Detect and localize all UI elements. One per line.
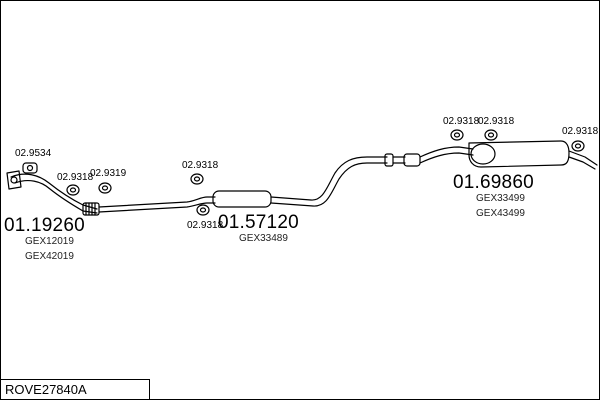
rear-reference-1: GEX33499 [476,193,525,204]
middle-silencer-part-number: 01.57120 [218,212,299,233]
hanger-rear-c-shape [571,140,585,152]
front-reference-1: GEX12019 [25,236,74,247]
gasket-front-shape [22,162,38,174]
clamp-front-b-shape [98,182,112,194]
middle-silencer-shape [212,190,272,208]
front-reference-2: GEX42019 [25,251,74,262]
front-pipe-shape [10,173,98,210]
hanger-rear-a-shape [450,129,464,141]
hanger-rear-a-label: 02.9318 [443,116,480,127]
clamp-front-a-shape [66,184,80,196]
hanger-middle-top-shape [190,173,204,185]
gasket-front-label: 02.9534 [15,148,52,159]
clamp-front-a-label: 02.9318 [57,172,94,183]
hanger-rear-b-shape [484,129,498,141]
clamp-front-b-label: 02.9319 [90,168,127,179]
rear-silencer-shape [468,140,570,168]
hanger-middle-bottom-shape [196,204,210,216]
flex-section-shape [82,202,100,216]
hanger-middle-top-label: 02.9318 [182,160,219,171]
rear-reference-2: GEX43499 [476,208,525,219]
diagram-code: ROVE27840A [5,382,87,397]
hanger-middle-bottom-label: 02.9318 [187,220,224,231]
hanger-rear-c-label: 02.9318 [562,126,599,137]
middle-reference-1: GEX33489 [239,233,288,244]
diagram-code-box: ROVE27840A [1,379,150,399]
rear-silencer-part-number: 01.69860 [453,172,534,193]
front-flange-shape [6,170,22,190]
front-pipe-part-number: 01.19260 [4,215,85,236]
hanger-rear-b-label: 02.9318 [478,116,515,127]
